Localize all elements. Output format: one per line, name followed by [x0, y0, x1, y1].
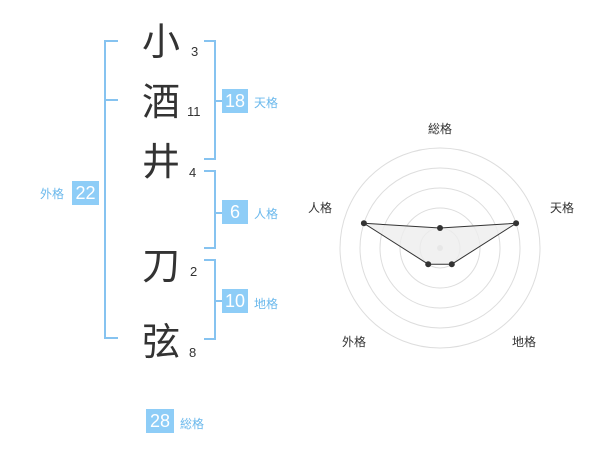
radar-ring: [339, 147, 541, 349]
radar-axis-label-chikaku: 地格: [512, 334, 536, 349]
radar-ring: [379, 187, 501, 309]
radar-point-tenkaku: [513, 220, 520, 227]
tenkaku-label: 天格: [254, 96, 279, 110]
radar-point-jinkaku: [360, 220, 367, 227]
radar-axis-label-tenkaku: 天格: [550, 200, 574, 215]
jinkaku-label: 人格: [254, 207, 279, 221]
name-character-5: 弦: [142, 320, 181, 364]
radar-point-gaikaku: [425, 261, 432, 268]
radar-axis-label-soukaku: 総格: [428, 121, 452, 136]
radar-rings: [339, 147, 541, 349]
name-character-2: 酒: [142, 80, 181, 124]
gaikaku-label: 外格: [40, 187, 65, 201]
radar-axis-label-jinkaku: 人格: [308, 200, 332, 215]
radar-point-chikaku: [448, 261, 455, 268]
name-character-4: 刀: [142, 244, 181, 288]
stroke-count-5: 8: [189, 345, 197, 360]
radar-ring: [399, 207, 481, 289]
chikaku-label: 地格: [254, 297, 279, 311]
jinkaku-badge: 6: [222, 200, 248, 224]
stroke-count-1: 3: [191, 44, 199, 59]
name-character-1: 小: [142, 20, 181, 64]
radar-point-soukaku: [437, 225, 443, 231]
radar-data-polygon: [363, 222, 517, 265]
stroke-count-4: 2: [190, 264, 198, 279]
radar-ring: [359, 167, 521, 329]
chikaku-badge: 10: [222, 289, 248, 313]
soukaku-badge: 28: [146, 409, 174, 433]
soukaku-label: 総格: [180, 417, 205, 431]
tenkaku-badge: 18: [222, 89, 248, 113]
radar-data-points: [360, 220, 520, 268]
stroke-count-3: 4: [189, 165, 197, 180]
stroke-count-2: 11: [187, 104, 201, 119]
radar-axis-label-gaikaku: 外格: [342, 334, 366, 349]
gaikaku-badge: 22: [72, 181, 99, 205]
name-character-3: 井: [142, 140, 181, 184]
